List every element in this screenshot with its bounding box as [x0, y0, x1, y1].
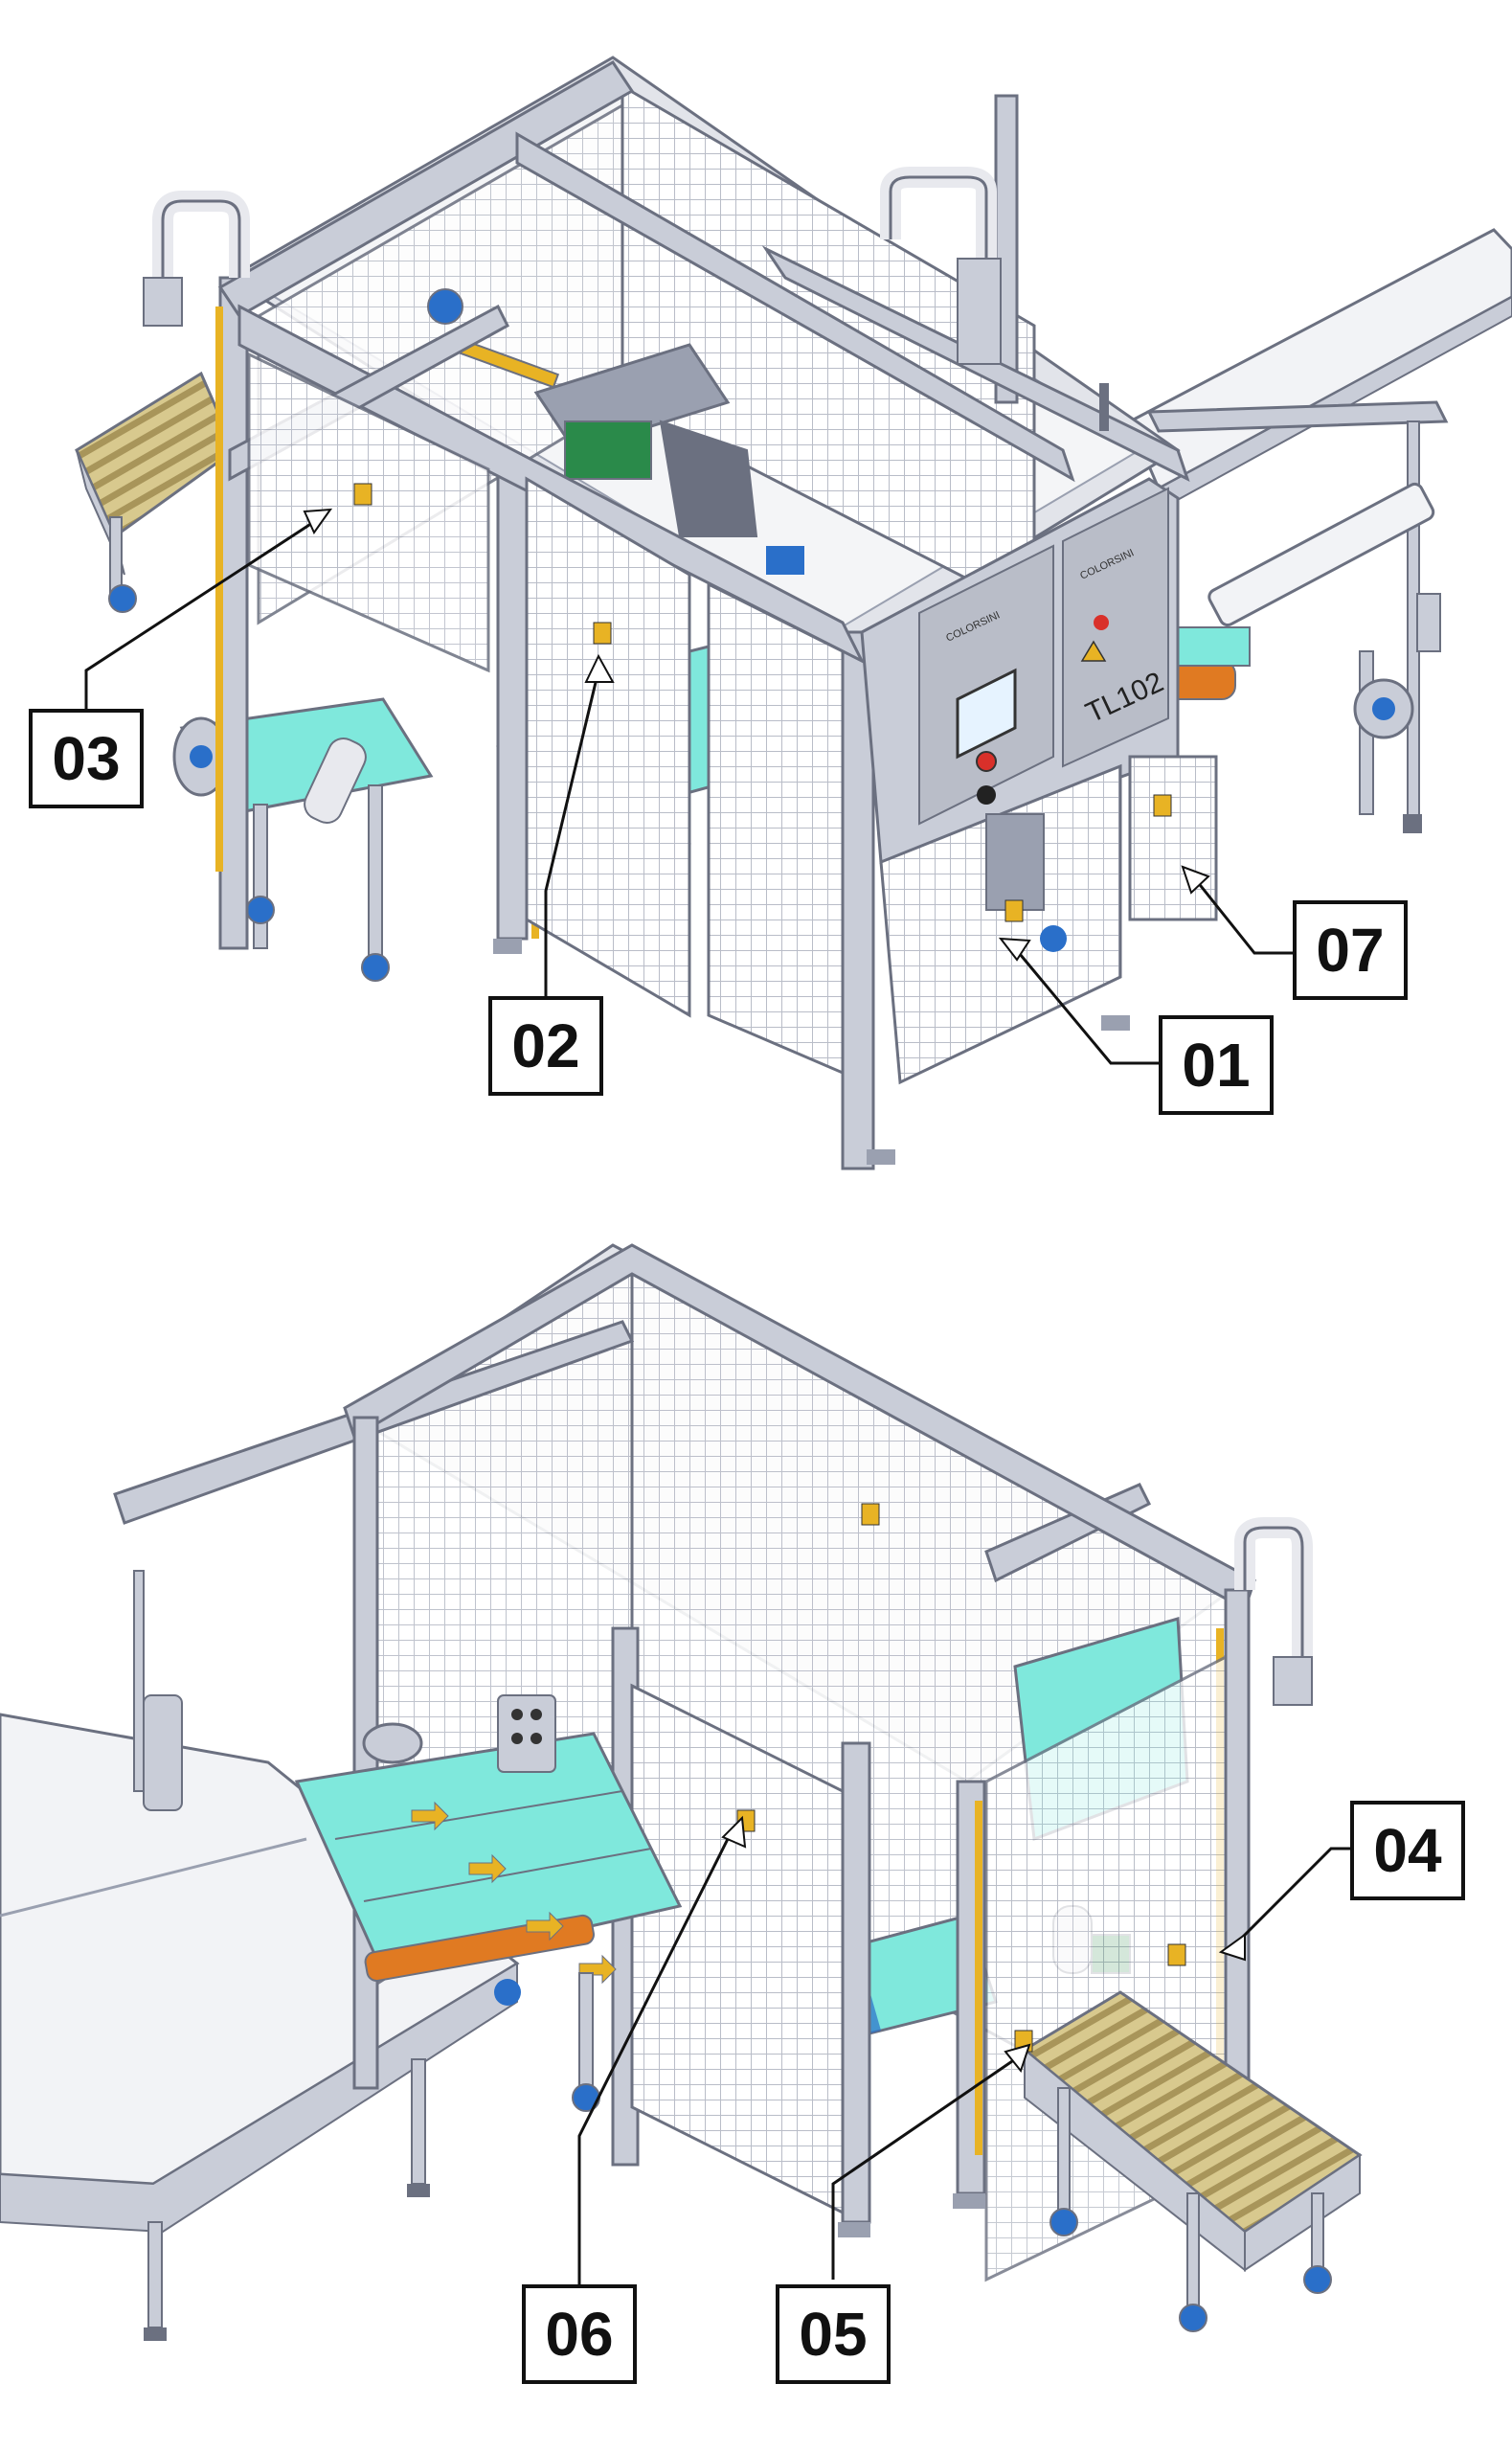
arrowhead-01 — [998, 937, 1031, 962]
arrowhead-03 — [303, 508, 333, 534]
arrowhead-07 — [1181, 865, 1210, 895]
arrowhead-06 — [721, 1815, 747, 1849]
arrowhead-02 — [584, 653, 615, 683]
emergency-stop-button — [976, 751, 997, 772]
callout-01: 01 — [1159, 1015, 1274, 1115]
callout-label-02: 02 — [511, 1011, 580, 1080]
zone-tags-bottom — [736, 1503, 1186, 2053]
outfeed-conveyor-bottom — [0, 1570, 521, 2341]
caster-wheel-icon — [1049, 2208, 1078, 2236]
callout-label-04: 04 — [1373, 1816, 1442, 1885]
infeed-belt-bottom — [294, 1694, 683, 2112]
beacon-icon — [1099, 383, 1109, 431]
arrow-icon — [411, 1801, 449, 1831]
infeed-roller-conveyor-top — [75, 371, 237, 613]
callout-03: 03 — [29, 709, 144, 808]
top-machine-view: COLORSINI COLORSINI TL102 — [75, 56, 1512, 1170]
callout-04: 04 — [1350, 1801, 1465, 1900]
callout-label-06: 06 — [545, 2300, 614, 2369]
callout-label-03: 03 — [52, 724, 121, 793]
leader-arrowheads — [303, 508, 1246, 2074]
bottom-machine-view — [0, 1243, 1363, 2341]
control-cabinet: COLORSINI COLORSINI TL102 — [143, 167, 1218, 1085]
callout-07: 07 — [1293, 900, 1408, 1000]
main-frame-top — [215, 56, 1190, 1170]
arrowhead-05 — [1004, 2043, 1031, 2074]
arrow-icon — [468, 1853, 507, 1884]
callout-05: 05 — [776, 2284, 891, 2384]
main-frame-bottom — [113, 1243, 1313, 2282]
zone-tags-top — [353, 483, 1172, 922]
caster-wheel-icon — [1303, 2265, 1332, 2294]
side-belt-top — [172, 697, 434, 982]
callout-label-01: 01 — [1182, 1031, 1251, 1100]
arrowhead-04 — [1218, 1933, 1246, 1962]
roller-conveyor-bottom — [1022, 1990, 1363, 2332]
callout-02: 02 — [488, 996, 603, 1096]
callout-label-05: 05 — [799, 2300, 868, 2369]
callout-label-07: 07 — [1316, 916, 1385, 985]
control-panel-icon — [956, 668, 1017, 760]
caster-wheel-icon — [1179, 2304, 1207, 2332]
arrow-icon — [526, 1911, 564, 1941]
callout-06: 06 — [522, 2284, 637, 2384]
